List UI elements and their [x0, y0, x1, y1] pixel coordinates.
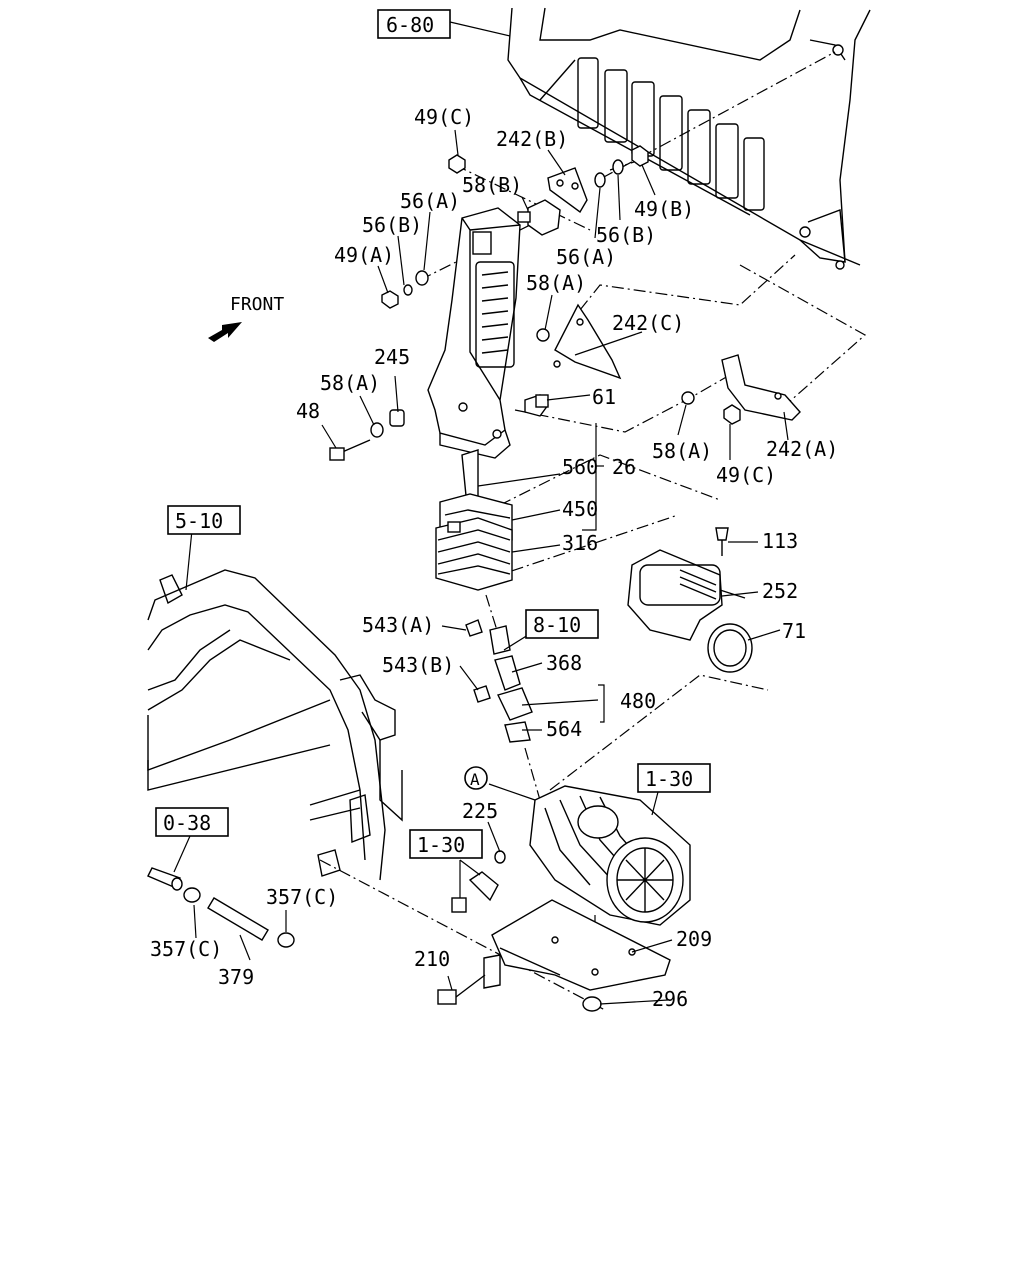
callout-71: 71 [782, 619, 806, 643]
callout-242b: 242(B) [496, 127, 568, 151]
front-label: FRONT [230, 294, 284, 315]
callout-357c-right: 357(C) [266, 885, 338, 909]
callout-245: 245 [374, 345, 410, 369]
air-cleaner-body [451, 785, 691, 926]
small-fasteners-top [381, 145, 649, 309]
callout-209: 209 [676, 927, 712, 951]
callout-58a-left: 58(A) [320, 371, 380, 395]
reference-box-0-38: 0-38 [155, 807, 229, 837]
intake-duct [427, 207, 521, 459]
ref-label: 1-30 [417, 833, 465, 857]
front-arrow-icon [208, 322, 242, 342]
bracket-242b [547, 167, 588, 214]
ref-label: 1-30 [645, 767, 693, 791]
element-stack [435, 449, 513, 591]
callout-49c-right: 49(C) [716, 463, 776, 487]
callout-58a-right: 58(A) [652, 439, 712, 463]
reference-box-1-30: 1-30 [637, 763, 711, 793]
callout-543b: 543(B) [382, 653, 454, 677]
callout-543a: 543(A) [362, 613, 434, 637]
callout-316: 316 [562, 531, 598, 555]
callout-242a: 242(A) [766, 437, 838, 461]
callout-564: 564 [546, 717, 582, 741]
leader-lines [173, 21, 789, 1005]
ref-label: 6-80 [386, 13, 434, 37]
frame-crossmember [147, 569, 403, 881]
ref-label: 0-38 [163, 811, 211, 835]
callout-357c-left: 357(C) [150, 937, 222, 961]
callout-labels: 49(C) 242(B) 58(B) 56(A) 56(B) 49(A) 49(… [150, 105, 838, 1011]
circle-marker-a: A [464, 766, 488, 790]
callout-210: 210 [414, 947, 450, 971]
callout-56a-right: 56(A) [556, 245, 616, 269]
callout-49b: 49(B) [634, 197, 694, 221]
bracket-242c [524, 303, 622, 417]
callout-296: 296 [652, 987, 688, 1011]
ref-label: 8-10 [533, 613, 581, 637]
callout-242c: 242(C) [612, 311, 684, 335]
marker-label: A [470, 770, 480, 789]
reference-box-8-10: 8-10 [525, 609, 599, 639]
callout-56b: 56(B) [362, 213, 422, 237]
bracket-242a [681, 354, 801, 425]
callout-560: 560 [562, 455, 598, 479]
callout-113: 113 [762, 529, 798, 553]
callout-58a-top: 58(A) [526, 271, 586, 295]
mount-58b [517, 199, 561, 236]
cab-rear-panel [507, 7, 871, 270]
callout-49a: 49(A) [334, 243, 394, 267]
callout-450: 450 [562, 497, 598, 521]
reference-box-5-10: 5-10 [167, 505, 241, 535]
callout-26: 26 [612, 455, 636, 479]
hose-379 [147, 867, 295, 948]
mount-bolt-48 [329, 409, 405, 461]
callout-48: 48 [296, 399, 320, 423]
callout-379: 379 [218, 965, 254, 989]
reference-box-1-30-lower: 1-30 [409, 829, 483, 859]
air-cleaner-cover-252 [627, 527, 753, 673]
callout-49c: 49(C) [414, 105, 474, 129]
callout-368: 368 [546, 651, 582, 675]
callout-58b: 58(B) [462, 173, 522, 197]
callout-480: 480 [620, 689, 656, 713]
ref-label: 5-10 [175, 509, 223, 533]
callout-56b-right: 56(B) [596, 223, 656, 247]
mounting-bracket-209 [437, 899, 671, 1012]
reference-box-6-80: 6-80 [377, 9, 451, 39]
callout-252: 252 [762, 579, 798, 603]
callout-61: 61 [592, 385, 616, 409]
callout-56a: 56(A) [400, 189, 460, 213]
callout-225: 225 [462, 799, 498, 823]
